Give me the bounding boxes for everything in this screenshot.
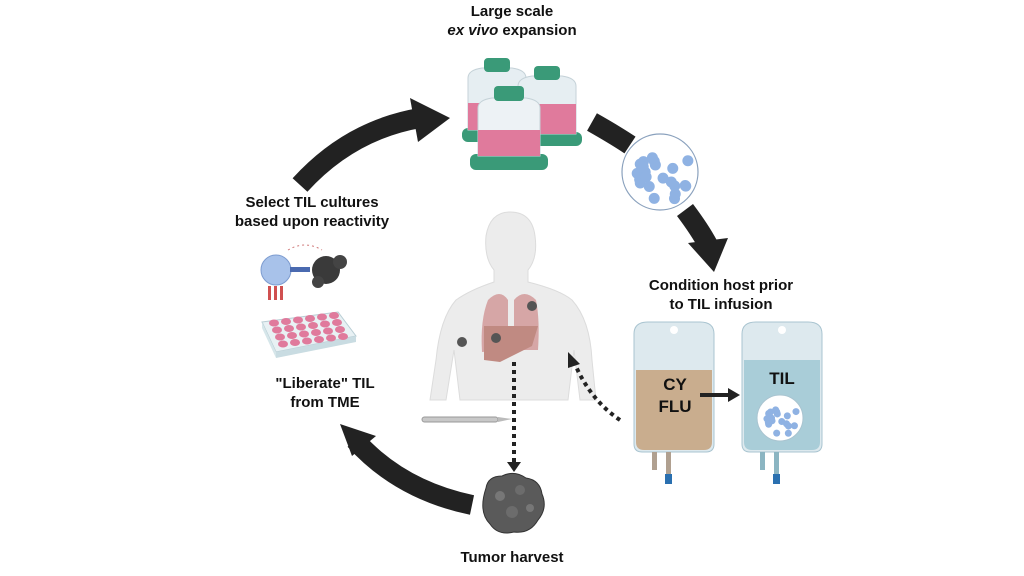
well — [329, 312, 339, 319]
arrow-select-to-expansion — [292, 98, 450, 192]
well — [293, 316, 303, 324]
well-plate — [261, 311, 357, 358]
til-cell — [768, 417, 776, 425]
well — [302, 337, 312, 345]
til-cell — [792, 408, 800, 416]
well — [326, 334, 336, 342]
til-cell — [669, 188, 681, 200]
well — [269, 319, 279, 327]
til-cell — [773, 429, 781, 437]
til-bag-label: TIL — [769, 369, 795, 388]
step-select-label: Select TIL cultures based upon reactivit… — [234, 194, 390, 230]
tumor-icon — [482, 472, 545, 534]
patient-figure — [429, 211, 597, 401]
bag-transfer-arrow — [700, 388, 740, 402]
well — [335, 326, 345, 333]
well — [314, 336, 324, 343]
til-cell — [643, 180, 655, 192]
til-cell — [778, 418, 786, 426]
well — [275, 333, 285, 341]
til-cell — [669, 180, 681, 192]
culture-flasks — [462, 58, 582, 170]
til-cell — [648, 192, 660, 204]
arrow-harvest-to-liberate — [340, 424, 475, 515]
step-harvest-label: Tumor harvest — [460, 549, 564, 566]
well — [299, 330, 309, 338]
chemo-bag-label: CY FLU — [658, 375, 692, 416]
well — [332, 319, 342, 326]
well — [278, 340, 288, 348]
well — [290, 339, 300, 346]
scalpel-icon — [421, 416, 512, 423]
well — [305, 315, 315, 322]
chemo-bag — [633, 321, 715, 484]
well — [308, 322, 318, 329]
flask — [470, 86, 548, 170]
til-cell — [680, 180, 692, 192]
til-cell — [772, 406, 780, 414]
step-liberate-label: "Liberate" TIL from TME — [275, 375, 375, 411]
well — [284, 325, 294, 332]
well — [311, 329, 321, 336]
well — [281, 318, 291, 325]
step-condition-label: Condition host prior to TIL infusion — [648, 277, 794, 313]
step-expansion-label: Large scale ex vivo expansion — [447, 3, 577, 39]
til-cell — [784, 422, 792, 430]
arrow-expansion-to-cells — [587, 113, 636, 154]
til-cell — [682, 155, 694, 167]
til-cell — [790, 422, 798, 430]
til-bag — [741, 321, 823, 484]
well — [272, 326, 282, 334]
til-cell — [637, 161, 649, 173]
well — [323, 327, 333, 335]
dotted-arrow-infusion — [568, 352, 622, 422]
til-tumor-synapse — [260, 244, 347, 300]
well — [287, 332, 297, 339]
til-cell — [640, 171, 652, 183]
til-cell — [783, 412, 791, 420]
til-cell — [784, 429, 792, 437]
dotted-arrow-to-harvest — [507, 362, 521, 472]
well — [296, 323, 306, 331]
til-cell — [657, 172, 669, 184]
til-cell — [667, 162, 679, 174]
til-cell — [646, 152, 658, 164]
well — [320, 320, 330, 328]
well — [338, 333, 348, 340]
arrow-cells-to-condition — [676, 204, 728, 272]
well — [317, 313, 327, 321]
til-cell — [765, 409, 773, 417]
expanded-til-cells — [621, 133, 699, 211]
